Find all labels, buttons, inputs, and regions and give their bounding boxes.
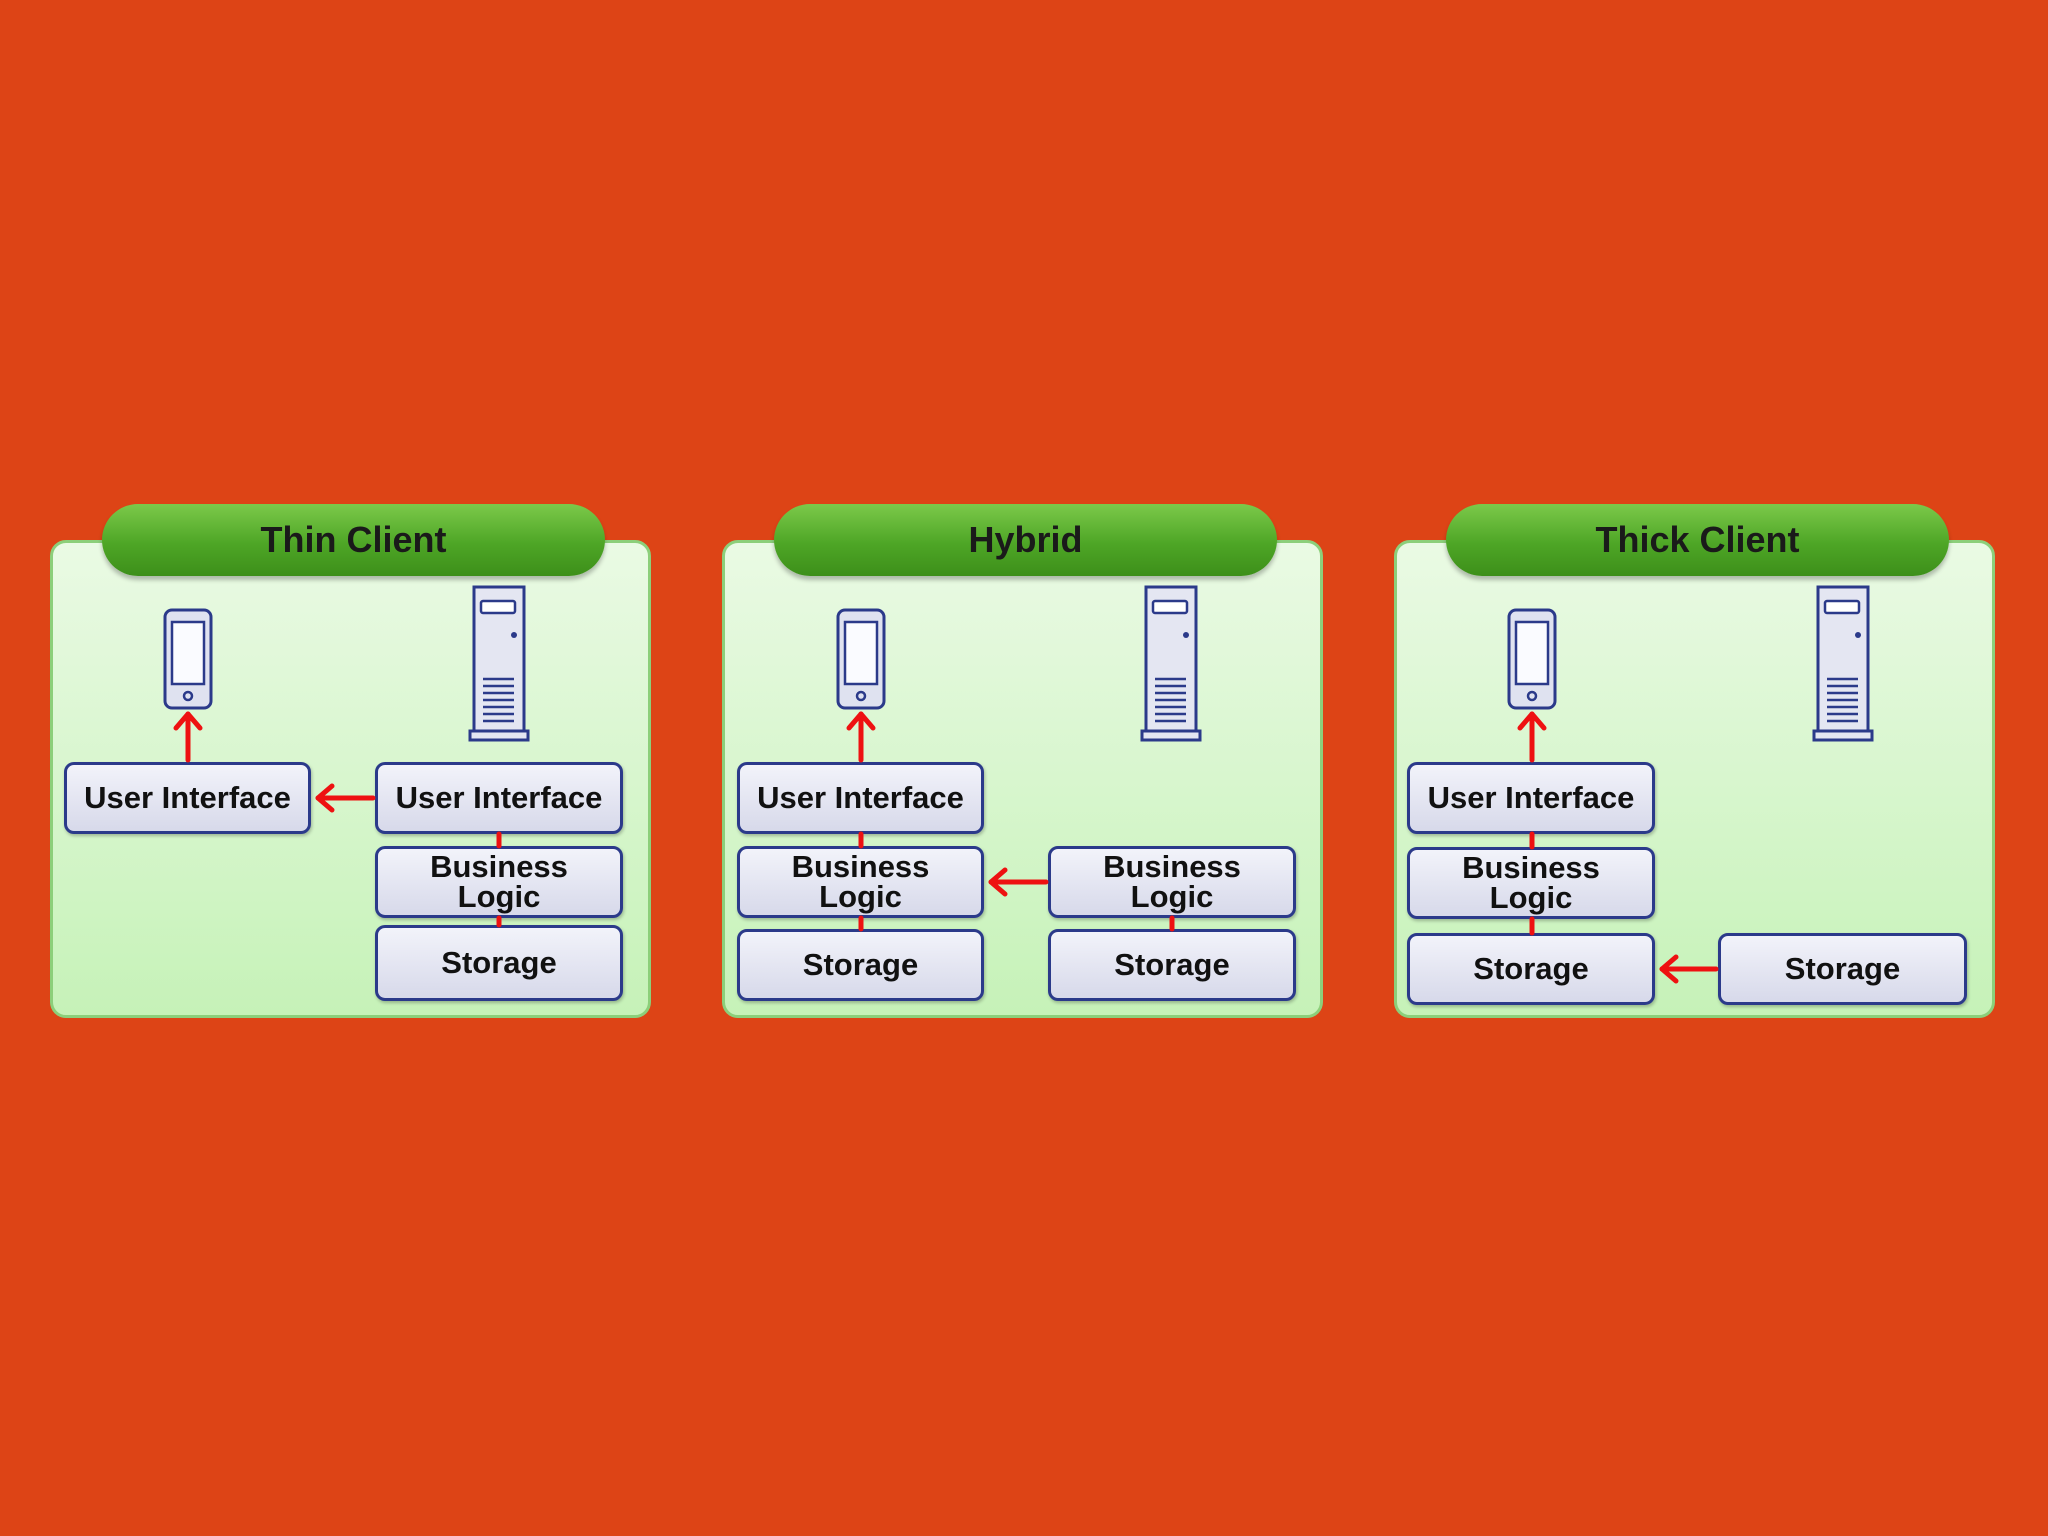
hybrid-client-storage-box: Storage — [737, 929, 984, 1001]
mobile-phone-icon — [163, 608, 213, 710]
thin-client-user-interface-box: User Interface — [64, 762, 311, 834]
mobile-phone-icon — [836, 608, 886, 710]
hybrid-title: Hybrid — [774, 504, 1277, 576]
thin-server-user-interface-box: User Interface — [375, 762, 623, 834]
server-tower-icon — [1140, 585, 1202, 742]
server-tower-icon — [468, 585, 530, 742]
thick-server-storage-box: Storage — [1718, 933, 1967, 1005]
thick-client-user-interface-box: User Interface — [1407, 762, 1655, 834]
hybrid-client-user-interface-box: User Interface — [737, 762, 984, 834]
thin-client-title: Thin Client — [102, 504, 605, 576]
thin-server-storage-box: Storage — [375, 925, 623, 1001]
thick-client-title: Thick Client — [1446, 504, 1949, 576]
hybrid-server-storage-box: Storage — [1048, 929, 1296, 1001]
server-tower-icon — [1812, 585, 1874, 742]
thin-server-business-logic-box: Business Logic — [375, 846, 623, 918]
hybrid-server-business-logic-box: Business Logic — [1048, 846, 1296, 918]
hybrid-client-business-logic-box: Business Logic — [737, 846, 984, 918]
thick-client-business-logic-box: Business Logic — [1407, 847, 1655, 919]
mobile-phone-icon — [1507, 608, 1557, 710]
thick-client-storage-box: Storage — [1407, 933, 1655, 1005]
